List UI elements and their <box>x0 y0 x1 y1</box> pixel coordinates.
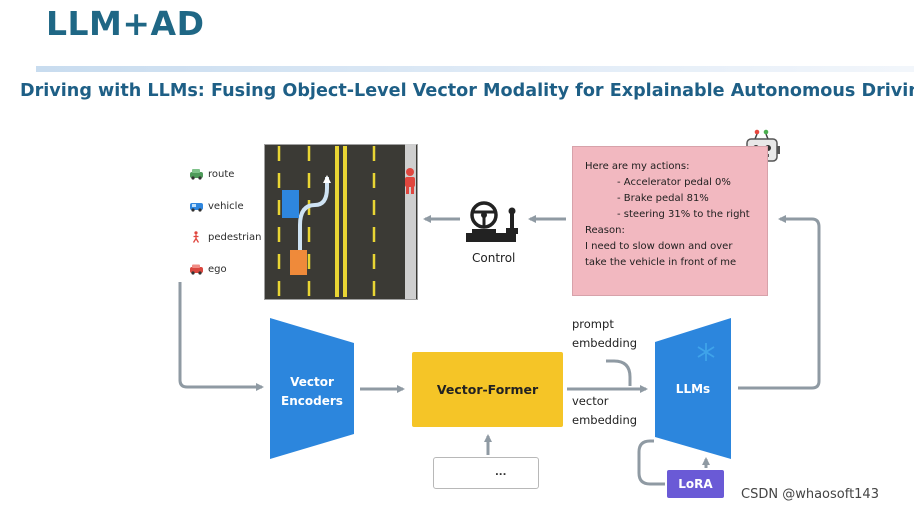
vector-encoders-block <box>270 318 354 459</box>
llms-block <box>655 318 731 459</box>
car-icon <box>190 169 203 180</box>
vector-label-line: vector <box>572 394 609 408</box>
vector-label-line: embedding <box>572 413 638 427</box>
snowflake-icon <box>697 343 715 361</box>
llms-label: LLMs <box>675 382 711 396</box>
slide-title: LLM+AD <box>46 4 205 43</box>
vector-encoders-label: Vector Encoders <box>276 373 348 411</box>
reason-line: take the vehicle in front of me <box>585 257 737 268</box>
vehicle-icon <box>190 203 203 212</box>
pedestrian-icon <box>192 231 200 243</box>
ego-car-icon <box>190 264 203 275</box>
vector-former-label: Vector-Former <box>436 382 539 397</box>
actions-header: Here are my actions: <box>585 161 690 172</box>
prompt-embedding-label: prompt embedding <box>572 315 637 353</box>
encoder-label-line: Encoders <box>281 394 343 408</box>
driving-scene <box>264 144 418 300</box>
vector-former-block: Vector-Former <box>412 352 563 427</box>
vector-embedding-label: vector embedding <box>572 392 637 430</box>
pedestrian-figure <box>405 168 415 194</box>
steering-wheel-icon <box>466 201 518 242</box>
prompt-label-line: prompt <box>572 317 614 331</box>
legend-label: route <box>208 168 235 180</box>
flow-arrows <box>178 215 821 486</box>
ego-vehicle-block <box>290 250 307 275</box>
sidewalk <box>405 144 416 299</box>
prompt-label-line: embedding <box>572 336 638 350</box>
encoder-label-line: Vector <box>290 375 334 389</box>
legend-item-route: route <box>189 168 234 180</box>
title-divider <box>36 66 914 72</box>
control-label: Control <box>472 251 516 265</box>
vehicle-block <box>282 190 299 218</box>
legend-item-vehicle: vehicle <box>189 200 244 212</box>
lora-label: LoRA <box>678 477 713 491</box>
tokens-ellipsis: ... <box>495 467 507 478</box>
reason-header: Reason: <box>585 225 625 236</box>
legend-label: pedestrian <box>208 231 262 243</box>
legend-label: ego <box>208 263 227 275</box>
lane-markings <box>277 146 376 297</box>
object-tokens-box: ... <box>433 457 539 489</box>
watermark: CSDN @whaosoft143 <box>741 487 879 502</box>
action-item: - Accelerator pedal 0% <box>617 177 731 188</box>
lora-block: LoRA <box>667 470 724 498</box>
reason-line: I need to slow down and over <box>585 241 733 252</box>
action-item: - Brake pedal 81% <box>617 193 709 204</box>
action-item: - steering 31% to the right <box>617 209 750 220</box>
legend-item-ego: ego <box>189 263 227 275</box>
legend-label: vehicle <box>208 200 244 212</box>
llm-output-box: Here are my actions: - Accelerator pedal… <box>572 146 768 296</box>
paper-title: Driving with LLMs: Fusing Object-Level V… <box>20 81 914 101</box>
route-path <box>298 175 331 250</box>
legend-item-pedestrian: pedestrian <box>189 231 262 243</box>
